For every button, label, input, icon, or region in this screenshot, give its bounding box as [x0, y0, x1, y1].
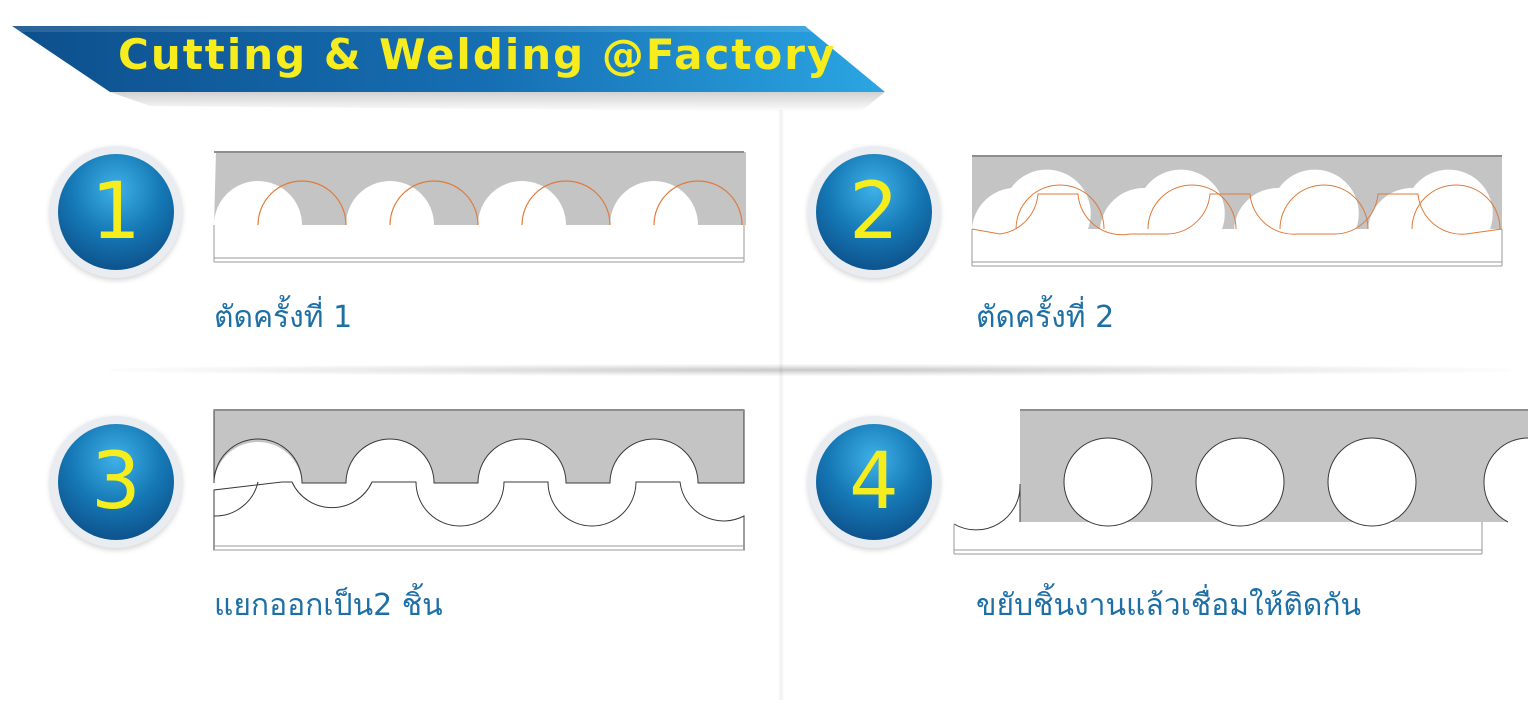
- step-2-badge: 2: [808, 146, 940, 278]
- step-4-number: 4: [849, 437, 899, 527]
- step-4-badge: 4: [808, 416, 940, 548]
- step-3-diagram: [213, 409, 745, 551]
- step-1-caption: ตัดครั้งที่ 1: [214, 300, 353, 335]
- title-banner: [12, 26, 885, 112]
- page-title: Cutting & Welding @Factory: [118, 30, 837, 79]
- step-1-diagram: [213, 151, 746, 263]
- step-2-number: 2: [849, 167, 899, 257]
- step-1-badge: 1: [50, 146, 182, 278]
- step-3-number: 3: [91, 437, 141, 527]
- step-4-diagram: [953, 409, 1529, 555]
- step-2-diagram: [971, 155, 1503, 267]
- step-1-number: 1: [91, 167, 141, 257]
- horizontal-divider: [110, 364, 1510, 376]
- step-2-caption: ตัดครั้งที่ 2: [976, 300, 1115, 335]
- step-4-caption: ขยับชิ้นงานแล้วเชื่อมให้ติดกัน: [976, 588, 1362, 623]
- vertical-divider: [778, 110, 784, 700]
- step-3-badge: 3: [50, 416, 182, 548]
- step-3-caption: แยกออกเป็น2 ชิ้น: [214, 588, 443, 623]
